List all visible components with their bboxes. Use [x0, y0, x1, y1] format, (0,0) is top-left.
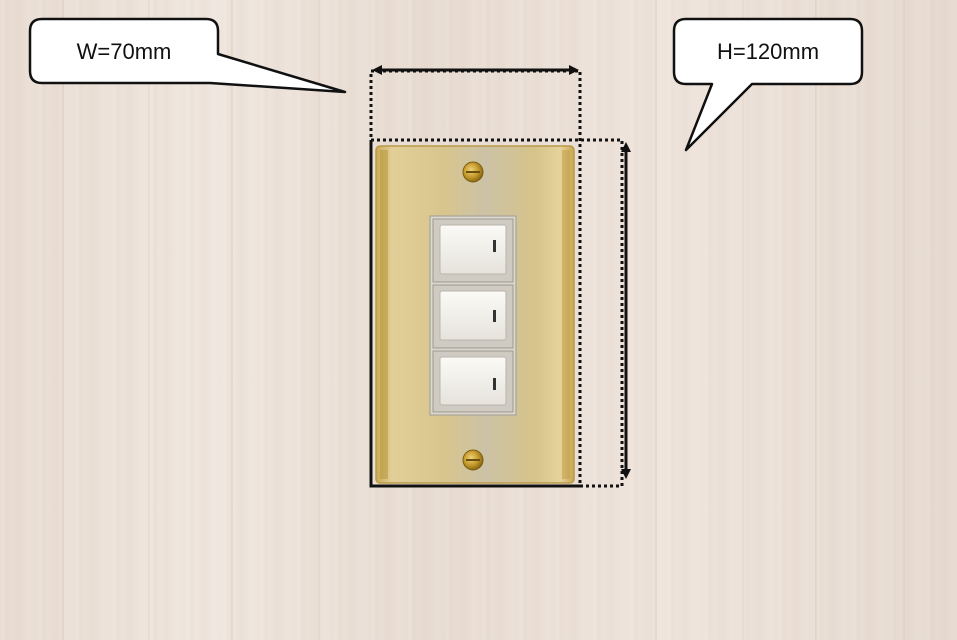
plate-bevel-left	[380, 150, 388, 479]
wood-grain	[231, 0, 233, 640]
indicator-mark-icon	[493, 310, 496, 322]
plate-bevel-right	[562, 150, 570, 479]
switch-plate	[375, 145, 575, 484]
indicator-mark-icon	[493, 240, 496, 252]
height-callout: H=120mm	[672, 17, 864, 152]
height-dotted-outline	[369, 138, 624, 488]
wood-grain	[742, 0, 744, 640]
wood-grain	[62, 0, 64, 640]
top-screw-icon	[462, 161, 484, 183]
width-callout-label: W=70mm	[77, 39, 172, 64]
wood-grain	[148, 0, 150, 640]
rocker-switch-2[interactable]	[432, 284, 514, 349]
rocker-switch-1[interactable]	[432, 218, 514, 283]
rocker-switch-3[interactable]	[432, 350, 514, 413]
wood-grain	[815, 0, 817, 640]
width-callout-bubble	[28, 17, 347, 94]
height-callout-label: H=120mm	[717, 39, 819, 64]
bottom-screw-icon	[462, 449, 484, 471]
width-callout: W=70mm	[28, 17, 347, 94]
wood-grain	[655, 0, 657, 640]
height-callout-bubble	[672, 17, 864, 152]
indicator-mark-icon	[493, 378, 496, 390]
wood-grain	[903, 0, 905, 640]
wood-grain	[318, 0, 320, 640]
